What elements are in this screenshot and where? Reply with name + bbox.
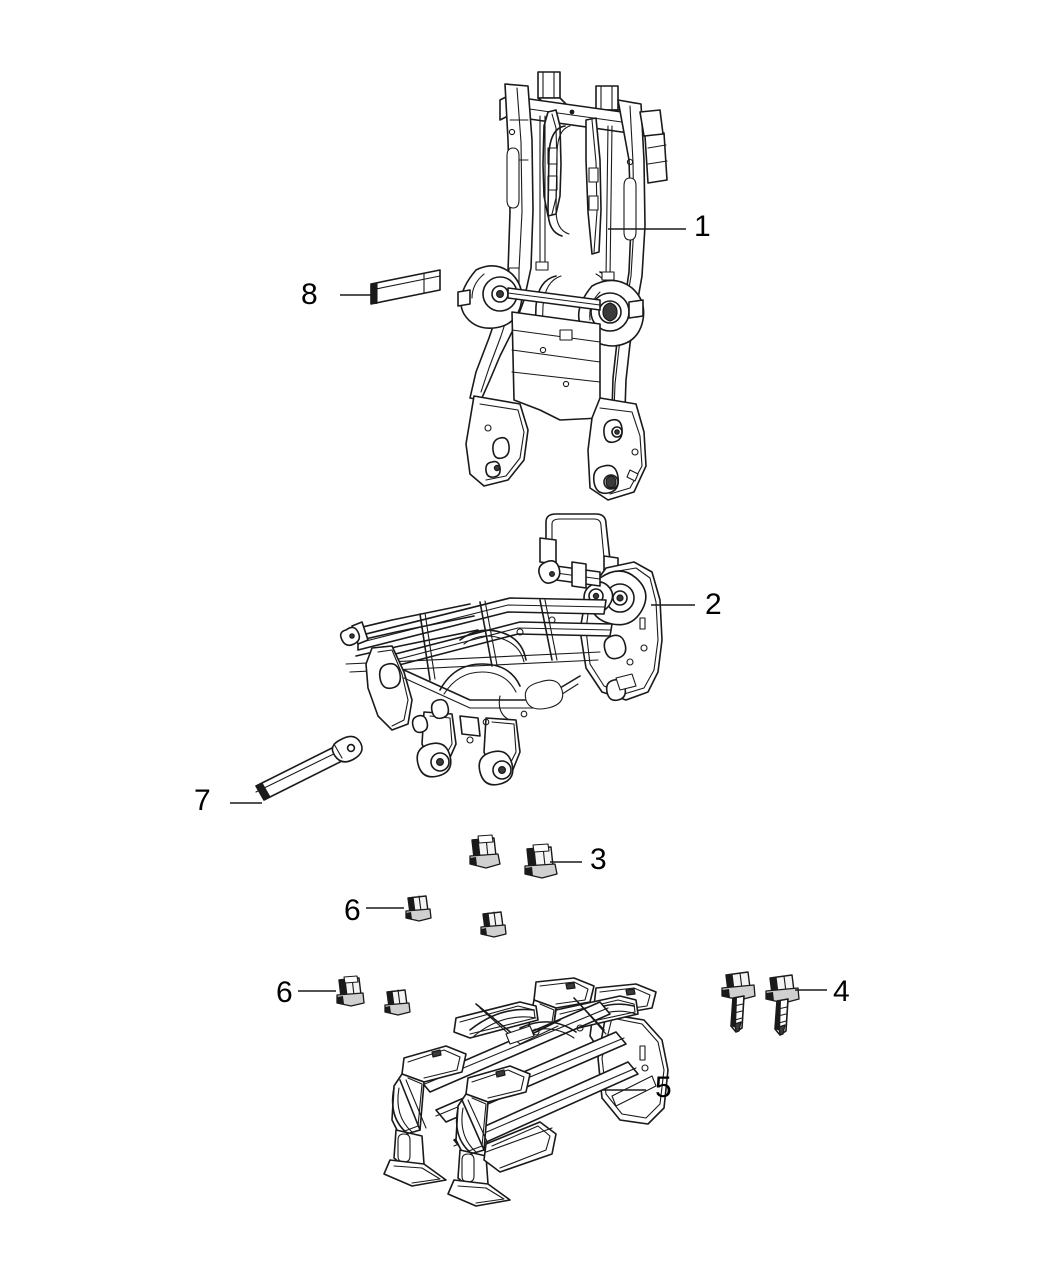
seat-back-right-side-rail [611,99,668,413]
flange-nut-6a [405,895,432,922]
cushion-frame-rear-crosstube [538,560,601,589]
part-7-link-rod-long [255,735,363,801]
part-8-link-bar-short [370,269,441,305]
riser-rear-crossmember [483,1121,557,1173]
fastener-nuts [336,834,558,1016]
seat-back-lower-plate [511,311,601,421]
callout-label-2[interactable]: 2 [705,588,722,621]
callout-label-8[interactable]: 8 [301,278,318,311]
part-2-seat-cushion-frame [339,513,663,786]
part-5-seat-riser-bracket [383,977,669,1207]
flange-nut-6b [480,911,507,938]
fastener-bolts [721,971,800,1036]
riser-leg-braces [391,1079,491,1155]
seat-back-hinge-crosstube [507,287,601,311]
flange-nut-3a [469,834,501,869]
part-1-seat-back-frame [457,71,668,501]
callout-label-5[interactable]: 5 [655,1071,672,1104]
callout-label-6-lower[interactable]: 6 [276,976,293,1009]
recliner-hinge-left [457,265,523,330]
seat-back-left-lower-bracket [465,395,529,487]
riser-interior-web [475,997,607,1045]
flange-nut-6c [336,975,365,1007]
riser-front-left-leg [383,1045,467,1187]
flange-nut-3b [524,843,558,879]
callout-leader-lines [230,228,827,1091]
callout-label-1[interactable]: 1 [694,210,711,243]
callout-label-6-upper[interactable]: 6 [344,894,361,927]
hex-flange-bolt-4b [765,974,800,1036]
seat-back-right-lower-bracket [587,397,647,501]
flange-nut-6d [384,989,411,1016]
callout-label-3[interactable]: 3 [590,843,607,876]
callout-label-7[interactable]: 7 [194,784,211,817]
hex-flange-bolt-4a [721,971,756,1033]
cushion-frame-front-latch-hooks [416,711,521,786]
cushion-frame-interior-members [403,616,581,723]
cushion-frame-left-side-panel [365,645,413,731]
seat-back-thin-rods [535,115,615,281]
cushion-frame-under-rollers [411,698,528,734]
seat-back-inner-bar [585,117,602,255]
callout-label-4[interactable]: 4 [833,975,850,1008]
